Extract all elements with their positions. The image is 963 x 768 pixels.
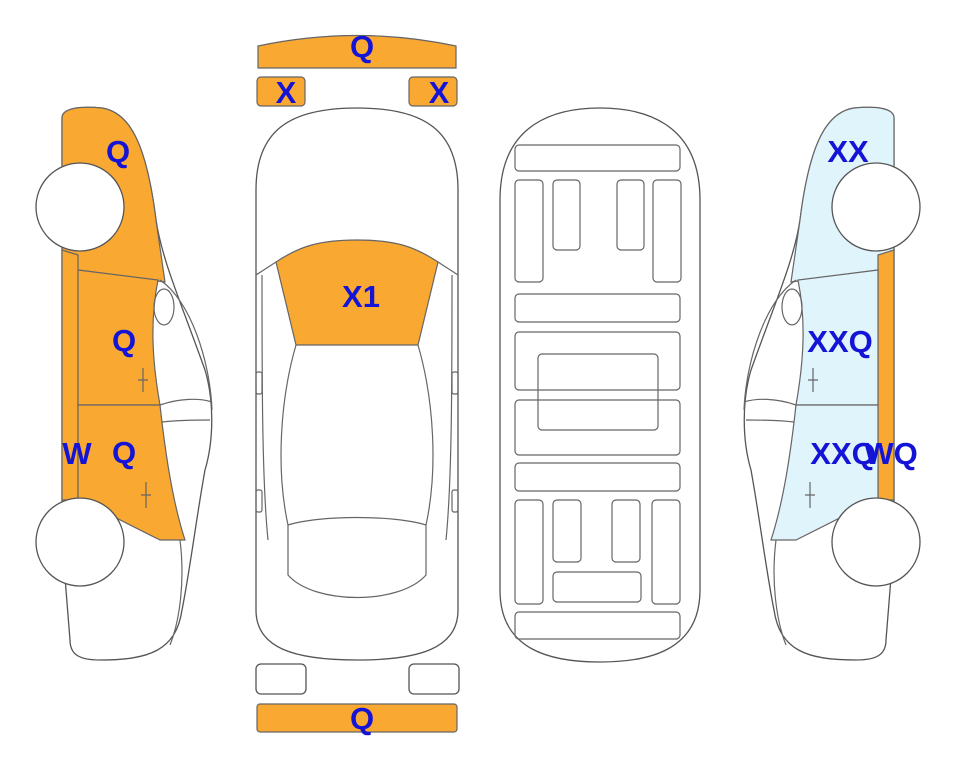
car-right-side-view xyxy=(743,106,921,661)
front-left-light-code: X xyxy=(276,75,297,110)
front-bumper-code: Q xyxy=(350,29,374,64)
front-left-light-panel[interactable] xyxy=(256,76,306,107)
car-left-side-view xyxy=(35,106,213,661)
car-top-view xyxy=(255,107,459,661)
left-sill-code: W xyxy=(62,436,92,471)
rear-left-light-panel[interactable] xyxy=(255,663,307,695)
right-sill-code: WQ xyxy=(864,436,917,471)
right-front-wheel xyxy=(831,162,921,252)
underbody-view xyxy=(499,107,701,663)
left-front-wheel xyxy=(35,162,125,252)
rear-right-light-panel[interactable] xyxy=(408,663,460,695)
right-rear-door-code: XXQ xyxy=(810,436,875,471)
left-front-fender-code: Q xyxy=(106,134,130,169)
front-bumper-panel[interactable] xyxy=(257,34,457,69)
left-rear-wheel xyxy=(35,497,125,587)
left-rear-door-code: Q xyxy=(112,435,136,470)
right-front-door-code: XXQ xyxy=(807,324,872,359)
windshield-code: X1 xyxy=(342,279,380,314)
rear-bumper-panel[interactable] xyxy=(256,703,458,733)
front-right-light-code: X xyxy=(429,75,450,110)
left-front-door-code: Q xyxy=(112,323,136,358)
rear-bumper-code: Q xyxy=(350,701,374,736)
windshield-panel[interactable] xyxy=(275,239,439,346)
front-right-light-panel[interactable] xyxy=(408,76,458,107)
right-front-fender-code: XX xyxy=(827,134,869,169)
right-rear-wheel xyxy=(831,497,921,587)
